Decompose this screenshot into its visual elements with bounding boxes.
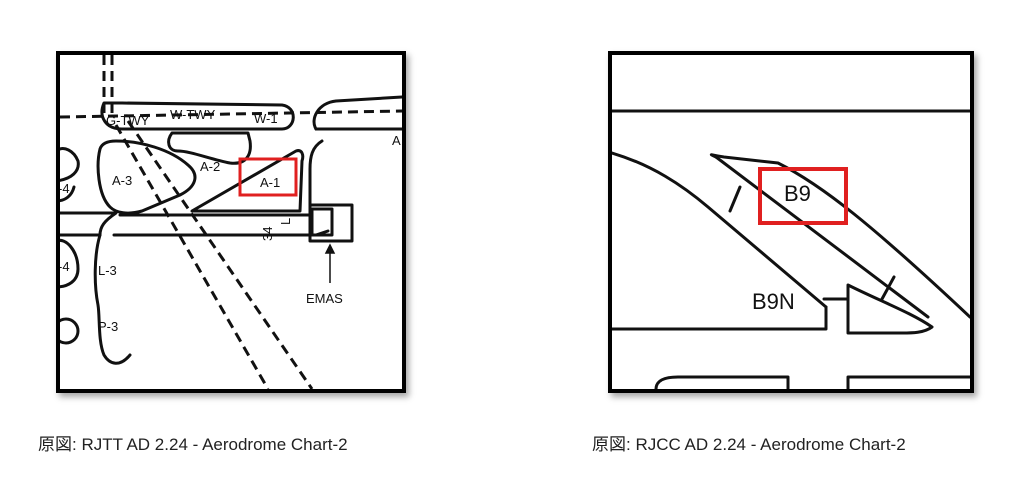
rjcc-chart-diagram: B9 B9N — [612, 109, 970, 389]
taxiway-b9-lower-edge — [612, 151, 828, 309]
label-w1: W-1 — [254, 111, 278, 126]
label-edge-4-top: -4 — [60, 181, 70, 196]
rjtt-chart-panel: G-TWY W-TWY W-1 A A-2 A-3 A-1 34 L EMAS … — [56, 51, 406, 393]
label-b9n: B9N — [752, 289, 795, 314]
label-w-twy: W-TWY — [170, 107, 216, 122]
left-edge-island-top — [60, 147, 80, 182]
b9n-stub-edge — [612, 305, 828, 331]
b9-hold-line-right — [880, 275, 896, 301]
label-a-edge: A — [392, 133, 401, 148]
label-runway-34-side: L — [278, 218, 293, 225]
label-a3: A-3 — [112, 173, 132, 188]
emas-arrow-head — [324, 243, 336, 254]
rjtt-chart-diagram: G-TWY W-TWY W-1 A A-2 A-3 A-1 34 L EMAS … — [60, 55, 402, 389]
dashed-line-diagonal-1 — [114, 124, 270, 389]
emas-inner-box — [310, 207, 334, 237]
b9-hold-line-left — [728, 185, 742, 213]
taxiway-b9-upper-edge — [709, 153, 970, 319]
runway-34l-edge — [308, 139, 324, 219]
left-edge-island-bottom — [60, 238, 80, 289]
b9n-island — [846, 283, 934, 335]
emas-box — [308, 203, 354, 243]
label-l3: L-3 — [98, 263, 117, 278]
a3-island — [96, 139, 197, 215]
highlight-box-a1 — [238, 157, 298, 197]
left-edge-island-mid — [60, 185, 76, 203]
taxiway-b9-centerline — [714, 155, 930, 319]
label-a1: A-1 — [260, 175, 280, 190]
label-runway-34: 34 — [260, 227, 275, 241]
label-edge-4-bottom: -4 — [60, 259, 70, 274]
highlight-box-b9 — [758, 167, 848, 225]
l3-p3-outline — [93, 233, 132, 365]
label-a2: A-2 — [200, 159, 220, 174]
label-b9: B9 — [784, 181, 811, 206]
bottom-island-right — [846, 375, 970, 389]
caption-rjcc: 原図: RJCC AD 2.24 - Aerodrome Chart-2 — [592, 435, 906, 454]
label-g-twy: G-TWY — [106, 113, 150, 128]
p3-circle — [60, 317, 80, 345]
lower-taxiway-end-left — [60, 211, 118, 237]
a1-wedge — [190, 149, 305, 213]
dashed-line-horizontal — [60, 109, 402, 119]
caption-rjtt: 原図: RJTT AD 2.24 - Aerodrome Chart-2 — [38, 435, 348, 454]
bottom-island-left — [654, 375, 790, 389]
a2-island — [167, 131, 252, 165]
runway-a-edge-top — [312, 95, 402, 131]
dashed-line-diagonal-2 — [126, 120, 314, 389]
rjcc-chart-panel: B9 B9N — [608, 51, 974, 393]
label-emas: EMAS — [306, 291, 343, 306]
label-p3: P-3 — [98, 319, 118, 334]
lower-taxiway-bottom — [112, 229, 330, 237]
